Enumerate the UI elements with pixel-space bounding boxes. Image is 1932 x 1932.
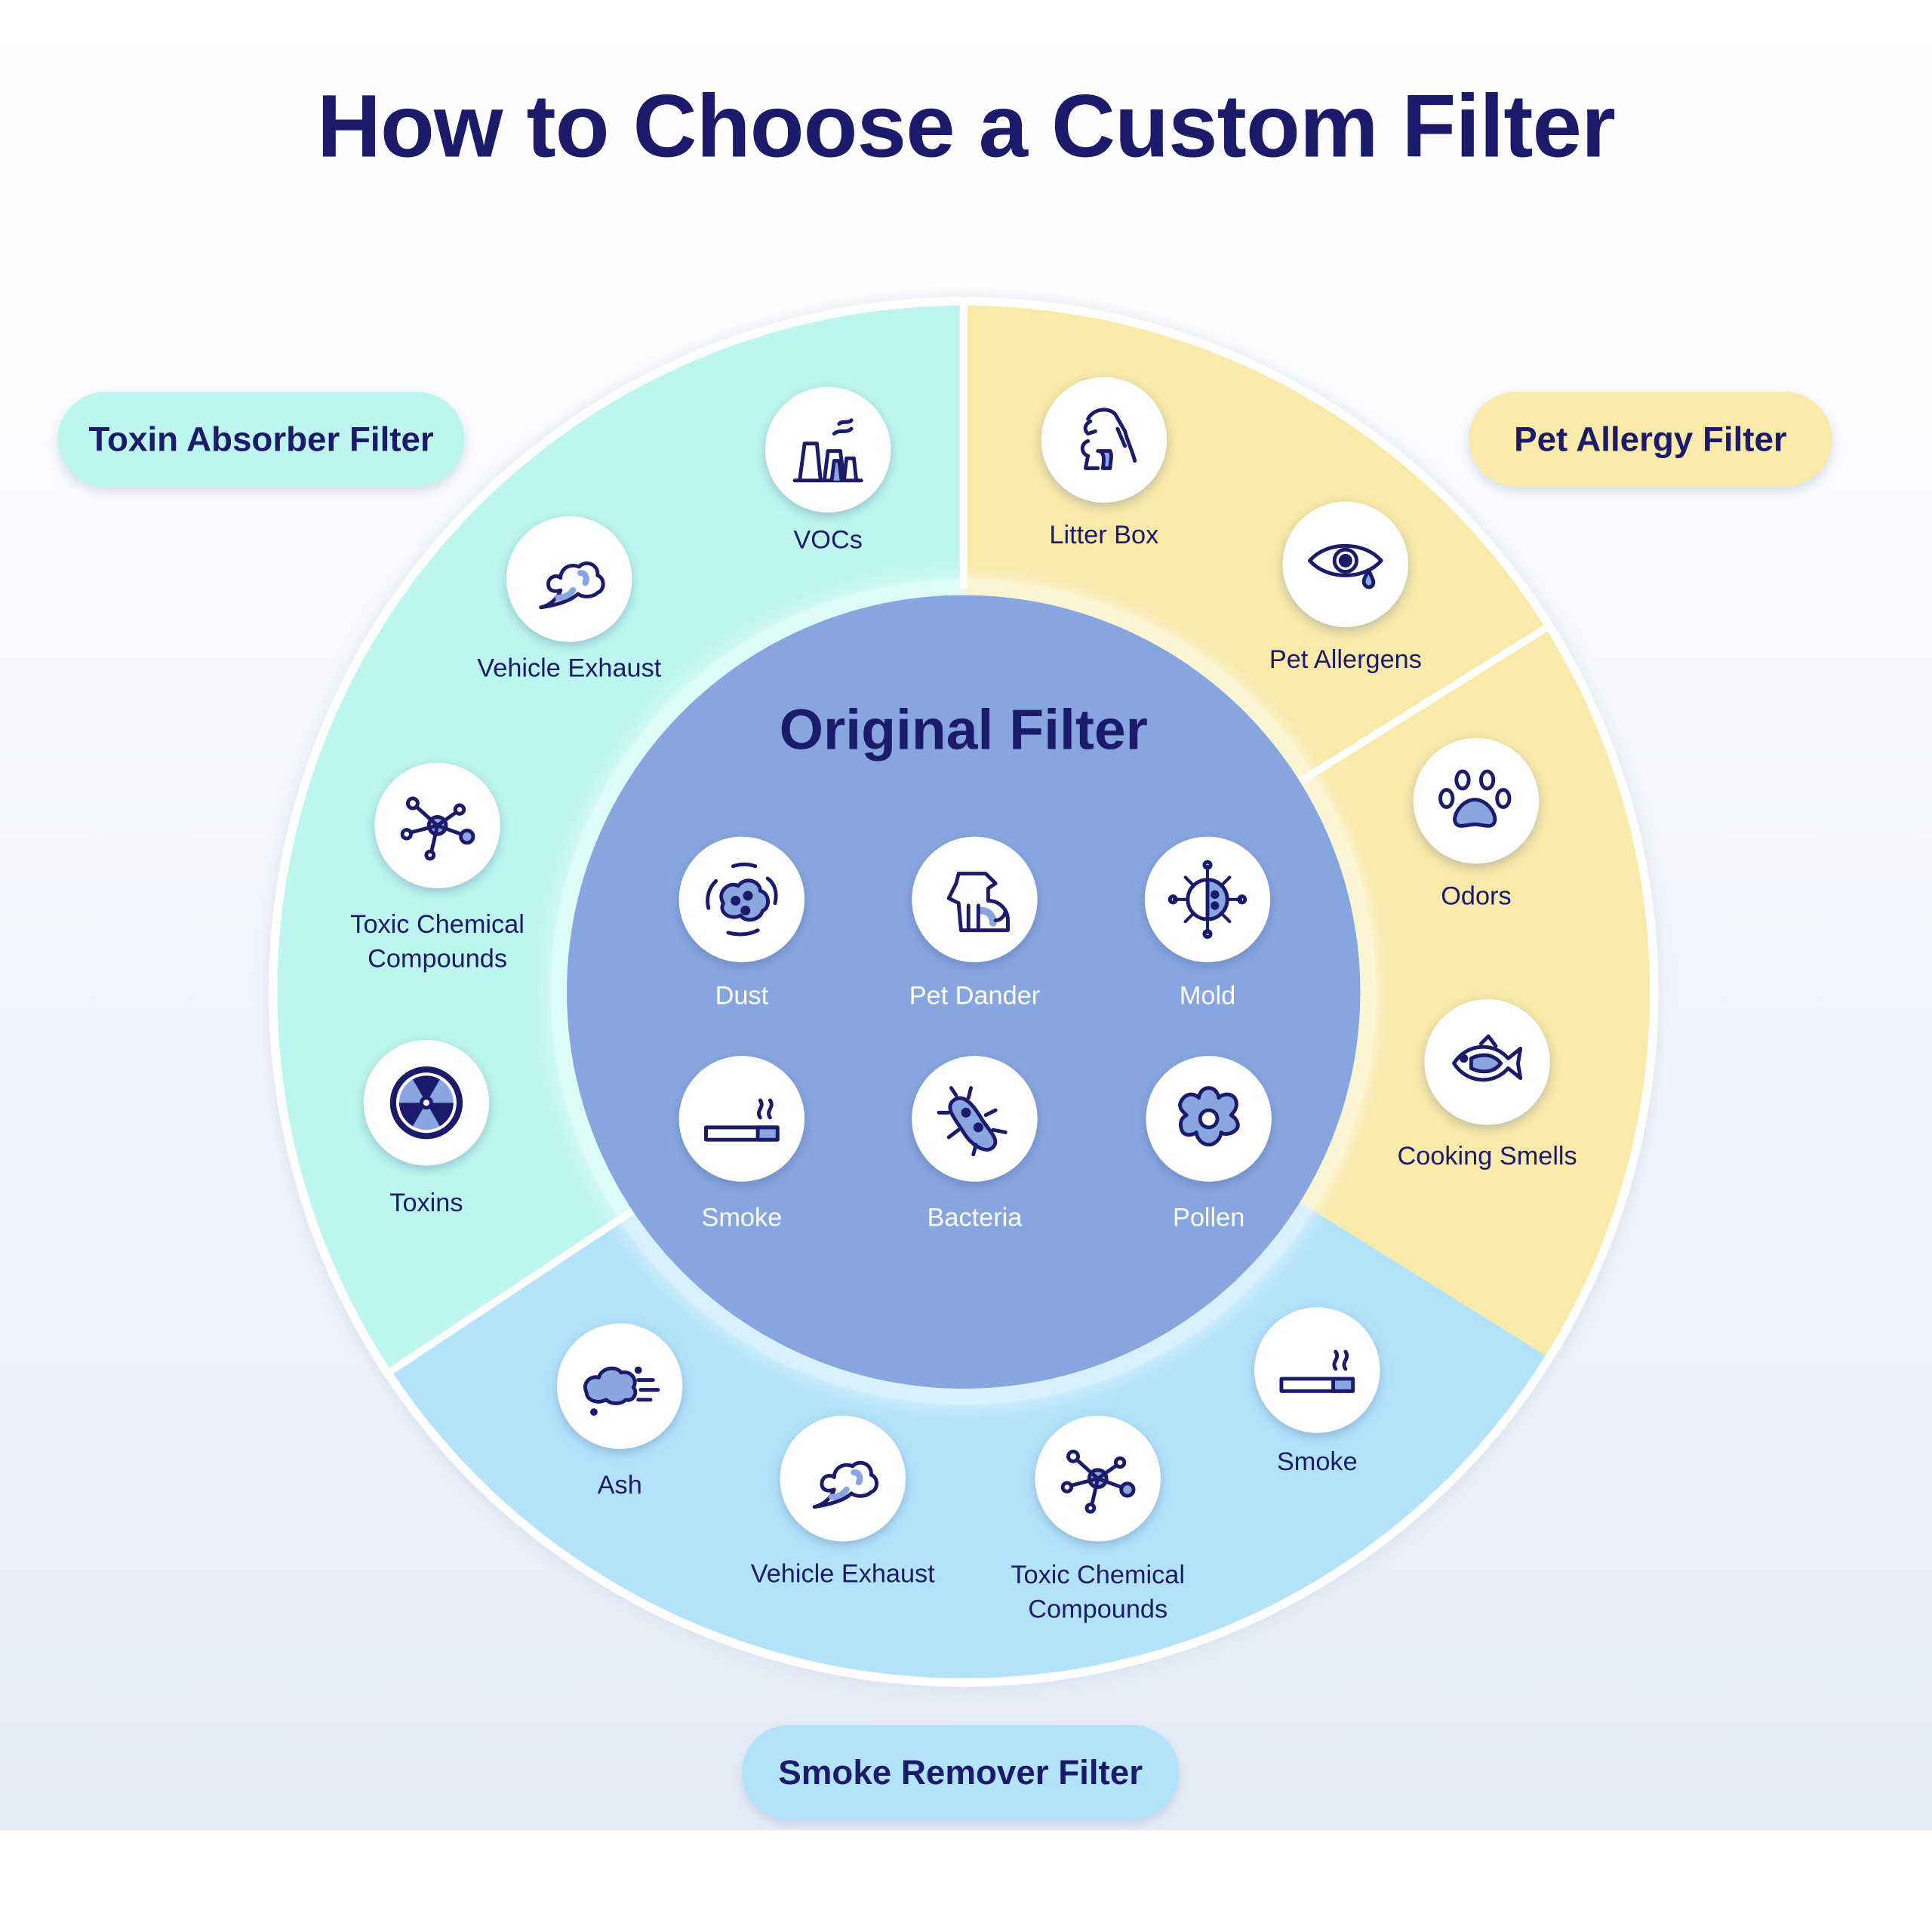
fish-icon [1424,999,1550,1125]
molecule-icon [1035,1415,1161,1542]
pet-allergy-filter-badge: Pet Allergy Filter [1469,392,1832,487]
pet-item-cooking-smells-label: Cooking Smells [1397,1142,1577,1171]
dust-icon [678,836,805,963]
toxin-item-toxic-chemical-compounds-label: Toxic Chemical Compounds [350,910,525,974]
smoke-remover-filter-badge: Smoke Remover Filter [741,1724,1180,1820]
sector-divider [959,305,968,589]
toxin-item-vocs-label: VOCs [793,526,863,555]
cigarette-icon [678,1056,805,1182]
factory-icon [764,386,891,513]
ash-cloud-icon [556,1323,683,1449]
pet-item-pet-allergens-label: Pet Allergens [1269,645,1422,675]
original-item-pet-dander-label: Pet Dander [909,982,1041,1011]
mold-spore-icon [1144,836,1271,963]
toxin-absorber-filter-badge: Toxin Absorber Filter [57,392,465,487]
paw-icon [1413,737,1540,864]
smoke-item-smoke-label: Smoke [1276,1447,1358,1476]
cigarette-icon [1254,1307,1380,1433]
flower-icon [1146,1056,1272,1182]
smoke-item-toxic-chemical-compounds-label: Toxic Chemical Compounds [1011,1561,1185,1624]
original-item-pollen-label: Pollen [1172,1204,1245,1232]
original-item-bacteria-label: Bacteria [927,1204,1023,1232]
exhaust-cloud-icon [506,516,632,642]
pet-item-litter-box-label: Litter Box [1049,521,1159,550]
original-item-mold-label: Mold [1179,982,1236,1011]
smoke-item-ash-label: Ash [597,1471,642,1500]
toxin-item-vehicle-exhaust-label: Vehicle Exhaust [477,654,662,683]
dog-icon [912,836,1038,963]
exhaust-cloud-icon [780,1415,906,1542]
molecule-icon [374,762,500,889]
original-item-dust-label: Dust [715,982,769,1011]
bacteria-icon [912,1056,1038,1182]
page-title: How to Choose a Custom Filter [316,77,1616,177]
original-filter-title: Original Filter [779,697,1148,761]
smoke-item-vehicle-exhaust-label: Vehicle Exhaust [750,1559,935,1589]
pet-item-odors-label: Odors [1441,881,1512,911]
original-filter-circle [567,595,1361,1389]
radiation-icon [363,1039,490,1166]
teary-eye-icon [1282,501,1409,628]
toxin-item-toxins-label: Toxins [389,1189,463,1218]
dog-cat-icon [1041,377,1168,503]
original-item-smoke-label: Smoke [701,1204,783,1232]
